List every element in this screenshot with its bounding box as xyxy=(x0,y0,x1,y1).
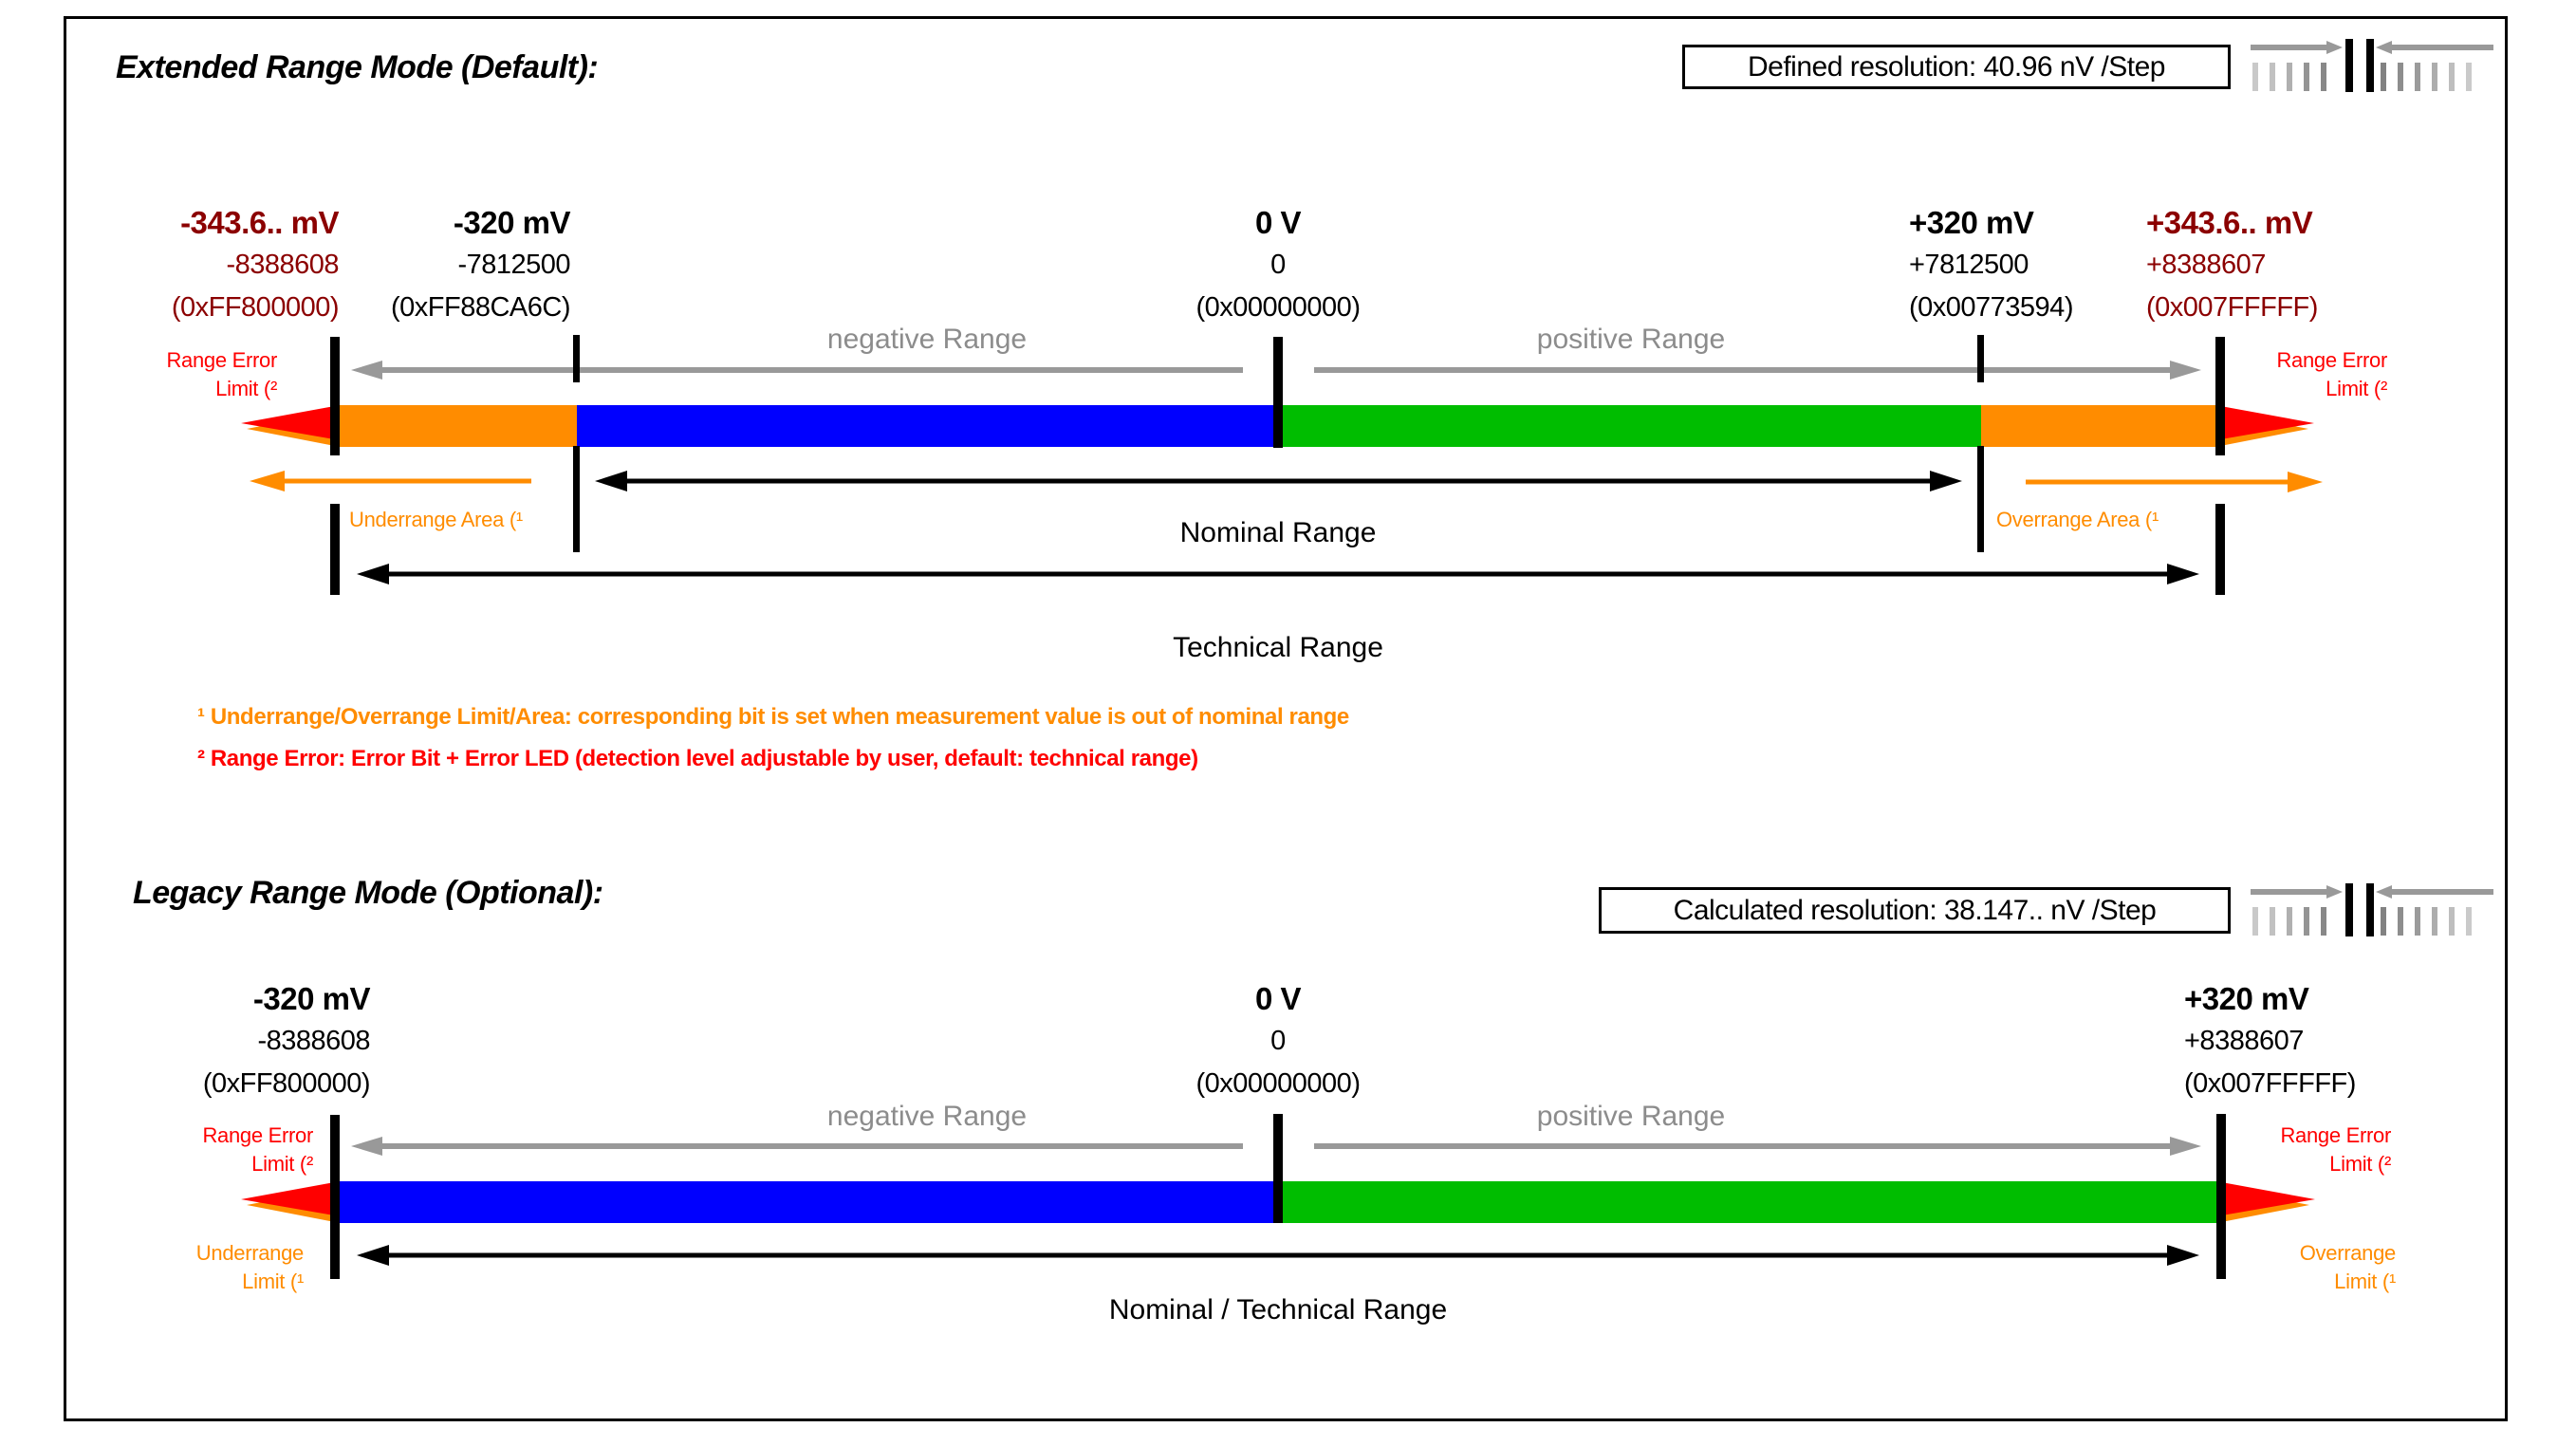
scale-dec: -7812500 xyxy=(457,250,570,280)
range-error-limit-left: Range Error Limit (² xyxy=(166,346,277,403)
scale-mv: -320 mV xyxy=(252,981,371,1016)
extended-nominal-range-arrow xyxy=(595,471,1962,491)
scale-label-neg-343mv: -343.6.. mV -8388608 (0xFF800000) xyxy=(171,202,340,329)
positive-range-label: positive Range xyxy=(1536,324,1726,355)
scale-hex: (0xFF800000) xyxy=(171,292,340,323)
scale-hex: (0x00000000) xyxy=(1195,1068,1361,1099)
right-red-arrowhead xyxy=(2216,1181,2315,1216)
limit-line: Limit (² xyxy=(2329,1152,2391,1176)
limit-line: Limit (² xyxy=(215,377,277,400)
nominal-range-label: Nominal Range xyxy=(1179,517,1377,548)
range-error-line: Range Error xyxy=(2276,348,2387,372)
limit-line: Limit (¹ xyxy=(242,1270,304,1293)
negative-range-label: negative Range xyxy=(826,324,1028,355)
right-red-arrowhead xyxy=(2215,405,2314,440)
outer-frame xyxy=(64,16,2508,1421)
negative-range-label: negative Range xyxy=(826,1101,1028,1132)
range-error-line: Range Error xyxy=(2280,1123,2391,1147)
scale-dec: +8388607 xyxy=(2146,250,2266,280)
extended-range-bar xyxy=(241,405,2314,447)
scale-mv: -320 mV xyxy=(453,205,571,240)
legacy-scale-label-neg-320mv: -320 mV -8388608 (0xFF800000) xyxy=(202,978,371,1105)
technical-range-label: Technical Range xyxy=(1173,632,1383,663)
legacy-nominal-technical-arrow xyxy=(357,1245,2199,1266)
calculated-resolution-text: Calculated resolution: 38.147.. nV /Step xyxy=(1673,894,2157,926)
legacy-mode-title: Legacy Range Mode (Optional): xyxy=(133,875,603,911)
footnote-underrange-overrange: ¹ Underrange/Overrange Limit/Area: corre… xyxy=(197,704,1349,730)
defined-resolution-box: Defined resolution: 40.96 nV /Step xyxy=(1682,45,2231,89)
overrange-area-label: Overrange Area (¹ xyxy=(1996,508,2159,531)
scale-hex: (0x00000000) xyxy=(1195,292,1361,323)
scale-hex: (0x00773594) xyxy=(1909,292,2073,323)
calculated-resolution-box: Calculated resolution: 38.147.. nV /Step xyxy=(1599,887,2231,934)
underrange-line: Underrange xyxy=(195,1241,305,1265)
scale-dec: +7812500 xyxy=(1909,250,2029,280)
scale-dec: 0 xyxy=(1270,1026,1286,1056)
scale-dec: 0 xyxy=(1270,250,1286,280)
limit-line: Limit (¹ xyxy=(2334,1270,2396,1293)
extended-underrange-overrange-arrows xyxy=(250,471,2323,492)
scale-dec: -8388608 xyxy=(257,1026,370,1056)
range-error-limit-right: Range Error Limit (² xyxy=(2237,346,2387,403)
range-error-limit-right: Range Error Limit (² xyxy=(2241,1122,2391,1178)
scale-mv: 0 V xyxy=(1254,981,1302,1016)
scale-label-zero: 0 V 0 (0x00000000) xyxy=(1088,202,1468,329)
scale-label-neg-320mv: -320 mV -7812500 (0xFF88CA6C) xyxy=(391,202,571,329)
overrange-limit-label: Overrange Limit (¹ xyxy=(2241,1239,2397,1296)
defined-resolution-icon xyxy=(2251,39,2493,92)
legacy-scale-label-zero: 0 V 0 (0x00000000) xyxy=(1088,978,1468,1105)
calculated-resolution-icon xyxy=(2251,883,2493,936)
scale-hex: (0xFF88CA6C) xyxy=(391,292,571,323)
extended-ticks xyxy=(330,335,2225,595)
range-error-line: Range Error xyxy=(202,1123,313,1147)
range-error-line: Range Error xyxy=(166,348,277,372)
legacy-gray-range-arrows xyxy=(351,1137,2201,1156)
scale-mv: +343.6.. mV xyxy=(2146,205,2313,240)
scale-label-pos-320mv: +320 mV +7812500 (0x00773594) xyxy=(1909,202,2073,329)
extended-mode-title: Extended Range Mode (Default): xyxy=(116,49,599,85)
footnote-range-error: ² Range Error: Error Bit + Error LED (de… xyxy=(197,746,1198,771)
scale-label-pos-343mv: +343.6.. mV +8388607 (0x007FFFFF) xyxy=(2146,202,2318,329)
left-red-arrowhead xyxy=(241,1181,340,1216)
legacy-scale-label-pos-320mv: +320 mV +8388607 (0x007FFFFF) xyxy=(2184,978,2356,1105)
limit-line: Limit (² xyxy=(251,1152,313,1176)
scale-mv: 0 V xyxy=(1254,205,1302,240)
scale-hex: (0xFF800000) xyxy=(202,1068,371,1099)
left-red-arrowhead xyxy=(241,405,340,440)
nominal-technical-range-label: Nominal / Technical Range xyxy=(1108,1294,1448,1326)
scale-mv: -343.6.. mV xyxy=(180,205,339,240)
defined-resolution-text: Defined resolution: 40.96 nV /Step xyxy=(1748,50,2165,83)
scale-mv: +320 mV xyxy=(1909,205,2034,240)
extended-gray-range-arrows xyxy=(351,361,2201,380)
scale-dec: -8388608 xyxy=(226,250,339,280)
extended-technical-range-arrow xyxy=(357,564,2199,584)
scale-hex: (0x007FFFFF) xyxy=(2146,292,2318,323)
underrange-area-label: Underrange Area (¹ xyxy=(349,508,523,531)
positive-range-label: positive Range xyxy=(1536,1101,1726,1132)
legacy-range-bar xyxy=(241,1181,2315,1223)
legacy-ticks xyxy=(330,1114,2226,1279)
scale-mv: +320 mV xyxy=(2184,981,2309,1016)
overrange-line: Overrange xyxy=(2299,1241,2397,1265)
limit-line: Limit (² xyxy=(2326,377,2387,400)
scale-dec: +8388607 xyxy=(2184,1026,2304,1056)
underrange-limit-label: Underrange Limit (¹ xyxy=(195,1239,305,1296)
scale-hex: (0x007FFFFF) xyxy=(2184,1068,2356,1099)
range-error-limit-left: Range Error Limit (² xyxy=(202,1122,313,1178)
